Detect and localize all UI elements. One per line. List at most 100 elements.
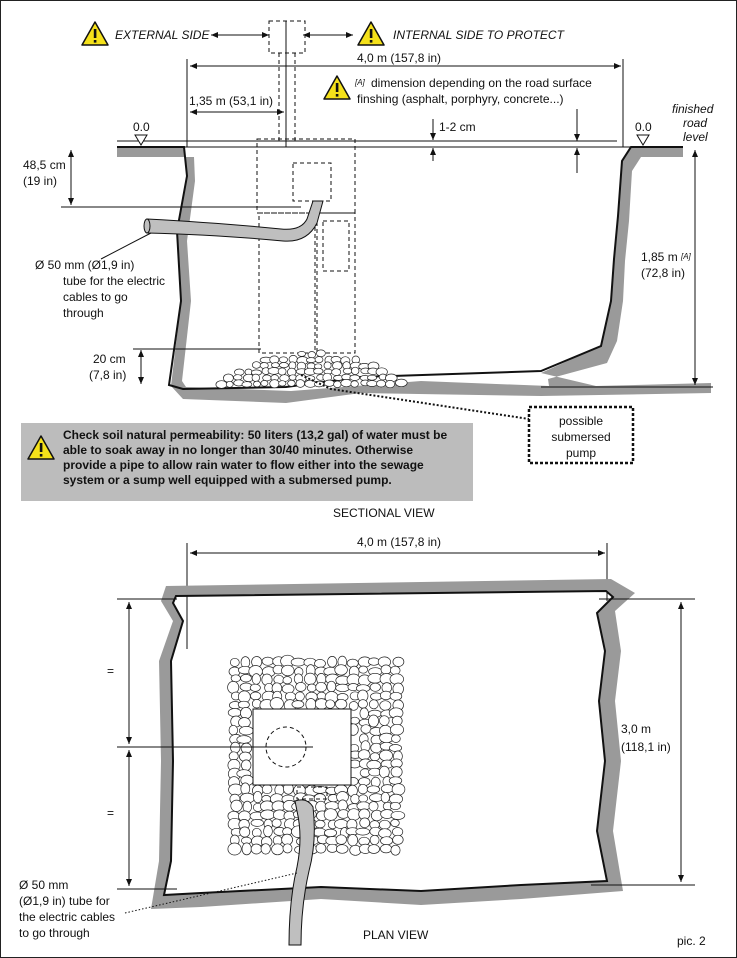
gravel-stone — [233, 374, 243, 381]
gravel-stone — [251, 673, 261, 685]
gravel-stone — [323, 808, 338, 821]
gravel-stone — [391, 734, 401, 743]
gravel-stone — [390, 766, 403, 778]
tube-label-4: through — [63, 306, 104, 320]
gravel-stone — [295, 379, 305, 388]
finished-road-level-1: finished — [672, 102, 714, 116]
gravel-stone — [390, 844, 401, 856]
gravel-stone — [370, 742, 383, 754]
gravel-stone — [281, 833, 293, 846]
gravel-stone — [239, 826, 251, 838]
plan-depth-label-1: 3,0 m — [621, 722, 651, 736]
plan-width-label: 4,0 m (157,8 in) — [357, 535, 441, 549]
column-top — [268, 20, 306, 54]
gravel-stone — [251, 373, 260, 382]
level-right-label: 0.0 — [635, 120, 652, 134]
gravel-stone — [316, 349, 326, 358]
gravel-stone — [323, 379, 335, 387]
gravel-stone — [249, 683, 261, 692]
gravel-stone — [291, 700, 305, 709]
gravel-stone — [323, 828, 338, 838]
gravel-stone — [366, 785, 381, 794]
gravel-stone — [241, 381, 253, 388]
gravel-stone — [271, 818, 282, 828]
gravel-stone — [279, 362, 289, 369]
gravel-stone — [392, 656, 405, 667]
gravel-stone — [240, 782, 251, 795]
column-head — [256, 138, 356, 214]
external-side-label: EXTERNAL SIDE — [115, 28, 210, 42]
gravel-stone — [340, 379, 353, 388]
plan-view-title: PLAN VIEW — [363, 928, 429, 942]
gravel-stone — [323, 361, 332, 370]
gravel-stone — [238, 717, 251, 728]
gravel-stone — [334, 819, 349, 829]
warning-line-2: able to soak away in no longer than 30/4… — [63, 443, 413, 457]
gravel-stone — [261, 784, 273, 795]
gravel-stone — [290, 657, 306, 667]
depth-total-in-label: (72,8 in) — [641, 266, 685, 280]
gravel-stone — [376, 379, 387, 388]
tube-leader — [100, 232, 152, 260]
plan-tube-label-4: to go through — [19, 926, 90, 940]
gravel-stone — [271, 362, 280, 368]
gravel-stone — [260, 380, 269, 387]
gravel-stone — [327, 656, 338, 668]
sectional-view-title: SECTIONAL VIEW — [333, 506, 435, 520]
gravel-stone — [273, 674, 285, 685]
tube-label-2: tube for the electric — [63, 274, 165, 288]
warning-icon — [357, 21, 385, 46]
gravel-stone — [215, 380, 228, 389]
gravel-stone — [227, 708, 242, 718]
gravel-stone — [348, 701, 359, 711]
gravel-stone — [392, 834, 404, 845]
gravel-stone — [335, 834, 347, 845]
gravel-stone — [295, 682, 307, 692]
gravel-stone — [380, 664, 392, 675]
gravel-stone — [367, 657, 380, 666]
gravel-stone — [326, 843, 338, 853]
gravel-stone — [369, 752, 380, 762]
warning-icon — [81, 21, 109, 46]
pump-leader — [300, 374, 530, 420]
pump-label-3: pump — [566, 446, 596, 460]
gravel-stone — [388, 744, 403, 752]
gravel-stone — [241, 842, 252, 856]
plan-soil-border — [151, 579, 635, 909]
gravel-label-2: (7,8 in) — [89, 368, 126, 382]
gravel-stone — [395, 378, 408, 388]
note-a-tag: [A] — [354, 78, 366, 87]
gravel-stone — [282, 676, 293, 685]
gravel-stone — [227, 842, 242, 856]
gravel-stone — [349, 374, 360, 381]
gravel-stone — [240, 707, 252, 720]
gravel-stone — [269, 697, 284, 710]
gravel-stone — [367, 374, 377, 381]
warning-note-box — [21, 423, 473, 501]
gravel-stone — [307, 351, 316, 359]
gravel-stone — [334, 664, 348, 676]
gravel-stone — [278, 356, 288, 363]
gravel-stone — [331, 368, 342, 376]
gravel-stone — [262, 374, 272, 382]
gravel-stone — [228, 724, 238, 736]
gravel-stone — [390, 723, 404, 736]
gravel-stone — [380, 836, 394, 846]
warning-line-3: provide a pipe to allow rain water to fl… — [63, 458, 424, 472]
gravel-stone — [390, 810, 406, 820]
plan-tube-label-2: (Ø1,9 in) tube for — [19, 894, 110, 908]
warning-line-1: Check soil natural permeability: 50 lite… — [63, 428, 447, 442]
gravel-stone — [271, 843, 284, 856]
gravel-stone — [366, 380, 378, 387]
gravel-stone — [350, 793, 360, 805]
gravel-stone — [315, 681, 327, 693]
container-left — [258, 212, 316, 354]
eq-bottom-label: = — [107, 806, 114, 820]
gravel-stone — [261, 656, 274, 666]
gravel-stone — [230, 799, 243, 812]
gravel-stone — [389, 673, 404, 685]
gravel-stone — [380, 844, 393, 854]
gravel-stone — [378, 765, 390, 779]
warning-line-4: system or a sump well equipped with a su… — [63, 473, 392, 487]
